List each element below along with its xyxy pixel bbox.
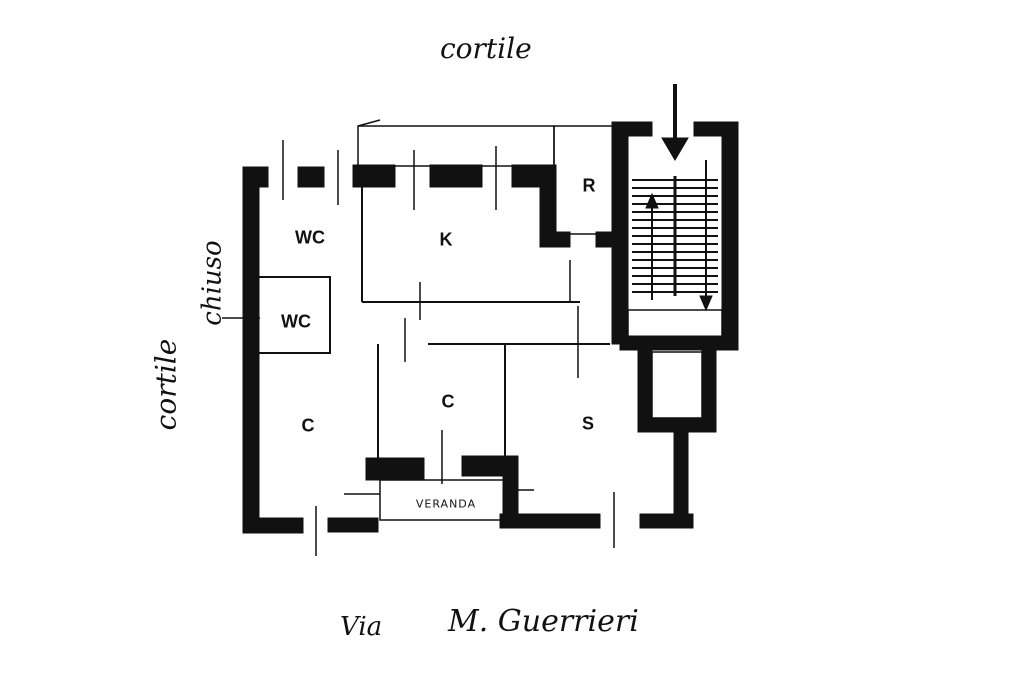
wall-veranda-lv — [365, 457, 381, 481]
staircase — [632, 176, 718, 296]
room-wc-upper: WC — [295, 227, 325, 248]
wall-veranda-rv — [502, 455, 519, 527]
room-kitchen: K — [439, 229, 453, 250]
street-prefix: Via — [340, 612, 383, 642]
room-storage: R — [582, 175, 596, 196]
room-wc-lower: WC — [281, 311, 311, 332]
wall-stair-right — [721, 121, 739, 351]
wall-bottom-left — [242, 517, 304, 534]
wall-top-3 — [352, 164, 396, 188]
wall-right-lower — [673, 431, 689, 529]
wall-bottom-right — [499, 513, 601, 529]
wall-bottom-mid — [327, 517, 379, 533]
wall-top-2 — [297, 166, 325, 188]
room-left: C — [301, 415, 315, 436]
closed-label: chiuso — [197, 240, 228, 326]
courtyard-label-left: cortile — [149, 338, 183, 431]
wall-top-4 — [429, 164, 483, 188]
veranda-label: VERANDA — [415, 497, 477, 511]
wall-top-1 — [242, 166, 269, 188]
wall-left — [242, 166, 260, 534]
street-name: M. Guerrieri — [448, 604, 639, 639]
room-center: C — [441, 391, 455, 412]
courtyard-label-top: cortile — [440, 32, 532, 65]
room-living: S — [581, 413, 595, 434]
wall-r-bottom — [539, 231, 571, 248]
wall-stair-top-l — [611, 121, 653, 137]
wall-lift-bottom — [637, 417, 717, 433]
entrance-arrow — [661, 84, 689, 161]
